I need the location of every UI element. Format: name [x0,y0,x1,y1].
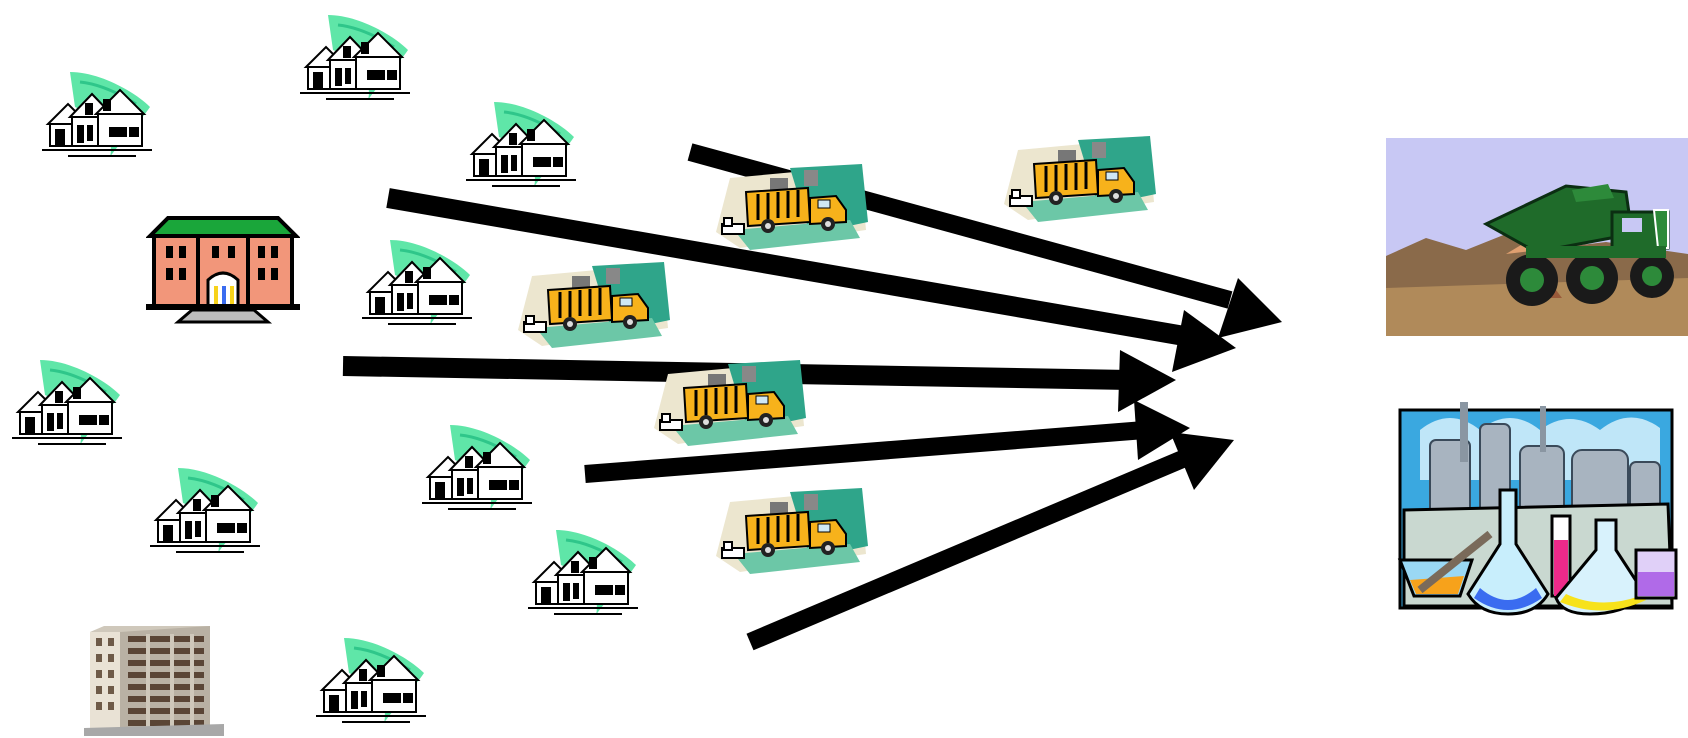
arrow-upper-middle [386,188,1236,372]
house-cluster-icon [420,415,540,515]
chemical-plant-icon [1397,402,1678,616]
arrow-lower-middle [584,400,1190,483]
arrow-lower [746,432,1234,651]
garbage-truck-icon [710,160,870,252]
house-cluster-icon [464,92,584,192]
garbage-truck-icon [710,484,870,576]
garbage-truck-icon [648,356,808,448]
house-cluster-icon [148,458,268,558]
house-cluster-icon [314,628,434,728]
garbage-truck-icon [998,132,1158,224]
house-cluster-icon [40,62,160,162]
house-cluster-icon [526,520,646,620]
house-cluster-icon [360,230,480,330]
garbage-truck-icon [512,258,672,350]
landfill-dump-truck-icon [1386,138,1688,336]
public-building-icon [146,216,300,324]
house-cluster-icon [298,5,418,105]
apartment-tower-icon [84,626,224,736]
house-cluster-icon [10,350,130,450]
